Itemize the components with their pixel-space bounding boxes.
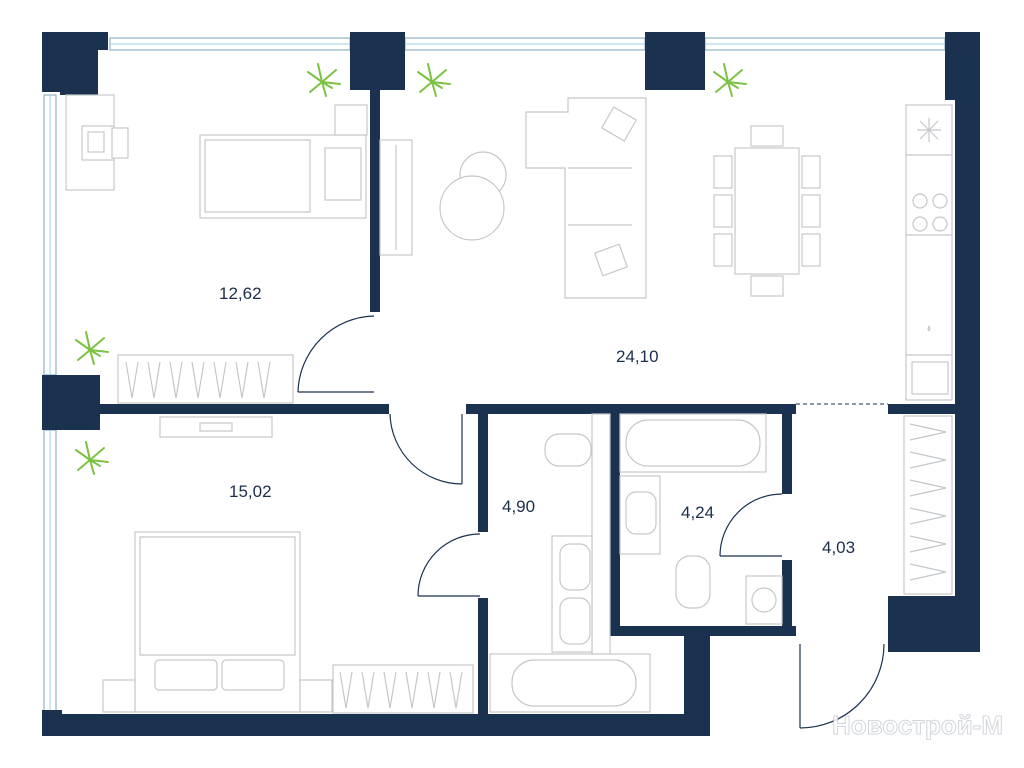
watermark: Новострой-М — [832, 710, 1003, 740]
bathroom-1-fixtures — [489, 413, 651, 713]
windows — [43, 37, 946, 716]
plant-icon — [417, 63, 451, 97]
kitchen-sink — [911, 361, 949, 395]
wardrobe-2 — [332, 664, 474, 714]
door-bathroom-1 — [417, 533, 481, 597]
plant-icon — [75, 441, 109, 475]
room-area-bathroom-1: 4,90 — [502, 497, 535, 516]
bathroom-2-fixtures — [619, 413, 783, 625]
doors — [297, 315, 888, 729]
walls — [42, 32, 980, 736]
door-bedroom-2 — [389, 413, 463, 485]
room-area-bedroom-1: 12,62 — [219, 284, 262, 303]
plant-icon — [75, 331, 109, 365]
coffee-table — [439, 175, 505, 241]
room-area-living-kitchen: 24,10 — [616, 347, 659, 366]
door-entrance — [799, 643, 885, 729]
toilet-1 — [544, 433, 592, 467]
bedroom-2-furniture — [102, 416, 474, 714]
plant-icon — [307, 63, 341, 97]
plants — [75, 63, 747, 475]
door-bedroom-1 — [297, 315, 375, 393]
hallway-fixtures — [903, 415, 953, 595]
bedroom-1-furniture — [65, 94, 368, 404]
wardrobe-3 — [903, 415, 953, 595]
living-furniture — [379, 97, 953, 401]
toilet-2 — [675, 555, 711, 609]
room-area-hallway: 4,03 — [822, 538, 855, 557]
door-bathroom-2 — [719, 493, 783, 557]
plant-icon — [713, 63, 747, 97]
room-area-bathroom-2: 4,24 — [681, 503, 714, 522]
dining-table — [734, 147, 800, 275]
kitchen-counter — [905, 104, 953, 401]
room-area-bedroom-2: 15,02 — [229, 482, 272, 501]
